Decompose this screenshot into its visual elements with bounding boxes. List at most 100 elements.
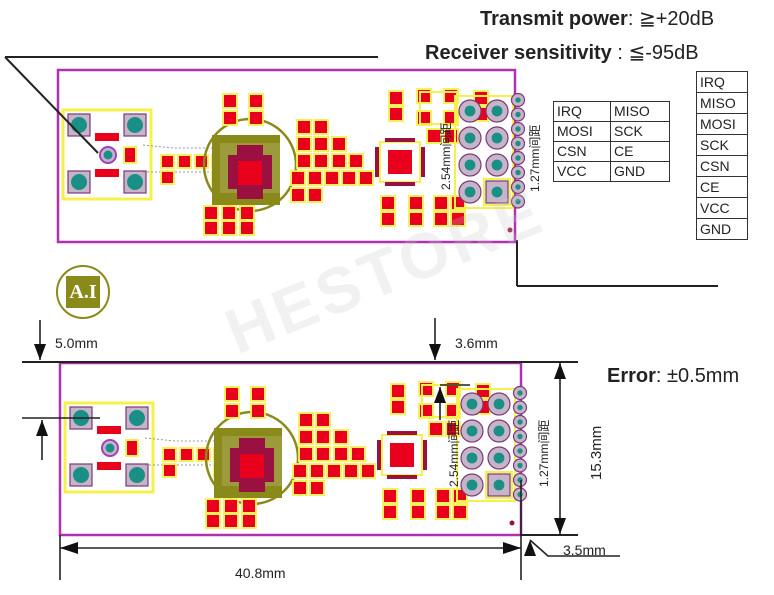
smd-pad bbox=[333, 138, 345, 150]
ic-pins bbox=[423, 440, 427, 470]
connector-ground-hole bbox=[129, 467, 145, 483]
pin-label: SCK bbox=[610, 121, 670, 142]
via-hole bbox=[491, 132, 503, 144]
via-hole bbox=[515, 155, 521, 161]
arrow-5mm bbox=[34, 344, 46, 360]
transmit-power-value: ≧+20dB bbox=[638, 8, 715, 30]
via-hole bbox=[466, 479, 478, 491]
arrow-height-bottom bbox=[554, 518, 566, 534]
pin-label: MOSI bbox=[553, 121, 611, 142]
smd-pad bbox=[333, 155, 345, 167]
smd-pad bbox=[309, 172, 321, 184]
center-pin bbox=[103, 150, 113, 160]
smd-pad bbox=[205, 207, 217, 219]
smd-pad bbox=[300, 431, 312, 443]
via-hole bbox=[493, 398, 505, 410]
smd-pad bbox=[328, 465, 340, 477]
smd-pad bbox=[390, 108, 402, 120]
smd-pad bbox=[317, 414, 329, 426]
via-hole bbox=[515, 140, 521, 147]
ic-thermal-pad bbox=[390, 443, 414, 467]
smd-pad bbox=[207, 515, 219, 527]
arrow-3.6mm bbox=[429, 344, 441, 360]
smd-pad bbox=[315, 121, 327, 133]
marker-dot bbox=[509, 520, 515, 526]
pinout-row: MOSI bbox=[696, 113, 748, 135]
smd-pad bbox=[384, 490, 396, 502]
smd-pad bbox=[250, 112, 262, 124]
connector-ground-hole bbox=[129, 410, 145, 426]
ic-thermal-pad bbox=[388, 150, 412, 174]
connector-silk bbox=[63, 401, 155, 494]
smd-pad bbox=[410, 197, 422, 209]
pin-label: IRQ bbox=[553, 101, 611, 122]
pin-label: CE bbox=[610, 141, 670, 162]
error-value: ±0.5mm bbox=[667, 365, 740, 387]
connector-ground-hole bbox=[73, 467, 89, 483]
via-hole bbox=[517, 419, 523, 425]
via-hole bbox=[515, 169, 521, 176]
ic-pins bbox=[421, 147, 425, 177]
smd-pad bbox=[350, 155, 362, 167]
via-hole bbox=[493, 425, 505, 437]
smd-pad bbox=[179, 156, 190, 167]
arrow-header-offset bbox=[434, 387, 446, 403]
via-hole bbox=[517, 477, 523, 483]
leader-line bbox=[4, 56, 99, 154]
smd-pad bbox=[317, 431, 329, 443]
smd-pad bbox=[243, 515, 255, 527]
header-silk bbox=[454, 95, 514, 209]
pinout-row: CSN bbox=[696, 155, 748, 177]
smd-pad bbox=[343, 172, 355, 184]
ic-pins bbox=[385, 138, 415, 142]
ic-thermal-pad bbox=[240, 454, 264, 478]
error-spec: Error: ±0.5mm bbox=[607, 365, 739, 388]
via-hole bbox=[493, 479, 505, 491]
smd-pad bbox=[292, 172, 304, 184]
pin1-silk bbox=[483, 178, 511, 206]
smd-pad bbox=[241, 207, 253, 219]
via-hole bbox=[491, 186, 503, 198]
via-hole bbox=[464, 159, 476, 171]
arrow-width-right bbox=[503, 542, 521, 554]
smd-pad bbox=[298, 138, 310, 150]
transmit-power-spec: Transmit power: ≧+20dB bbox=[480, 6, 714, 31]
via-hole bbox=[517, 448, 523, 454]
pin-label: CE bbox=[696, 176, 748, 198]
via-hole bbox=[517, 404, 523, 411]
pinout-row: CE bbox=[696, 176, 748, 198]
transmit-power-label: Transmit power bbox=[480, 8, 628, 30]
pin-label: SCK bbox=[696, 134, 748, 156]
marker-dot bbox=[507, 227, 513, 233]
smd-pad bbox=[452, 213, 464, 225]
ai-logo-mark: A.I bbox=[66, 276, 100, 308]
connector-ground-hole bbox=[71, 174, 87, 190]
smd-pad bbox=[382, 213, 394, 225]
via-hole bbox=[464, 186, 476, 198]
smd-pad bbox=[435, 197, 447, 209]
smd-pad bbox=[428, 130, 440, 142]
pitch-127-label-bottom: 1.27mm间距 bbox=[537, 419, 551, 487]
connector-ground-hole bbox=[71, 117, 87, 133]
smd-pad bbox=[224, 112, 236, 124]
smd-pad bbox=[196, 156, 207, 167]
via-hole bbox=[464, 132, 476, 144]
via-hole bbox=[517, 390, 523, 396]
smd-pad bbox=[311, 465, 323, 477]
dimension-top-right: 3.6mm bbox=[455, 335, 498, 351]
via-hole bbox=[466, 452, 478, 464]
smd-pad bbox=[326, 172, 338, 184]
smd-pad bbox=[207, 500, 219, 512]
via-hole bbox=[466, 425, 478, 437]
via-hole bbox=[515, 184, 521, 190]
pin-label: MISO bbox=[610, 101, 670, 122]
smd-pad bbox=[335, 431, 347, 443]
ic-pins bbox=[375, 147, 379, 177]
dimension-height: 15.3mm bbox=[588, 425, 605, 480]
header-silk bbox=[456, 388, 516, 502]
via-hole bbox=[493, 452, 505, 464]
smd-pad bbox=[164, 449, 175, 460]
